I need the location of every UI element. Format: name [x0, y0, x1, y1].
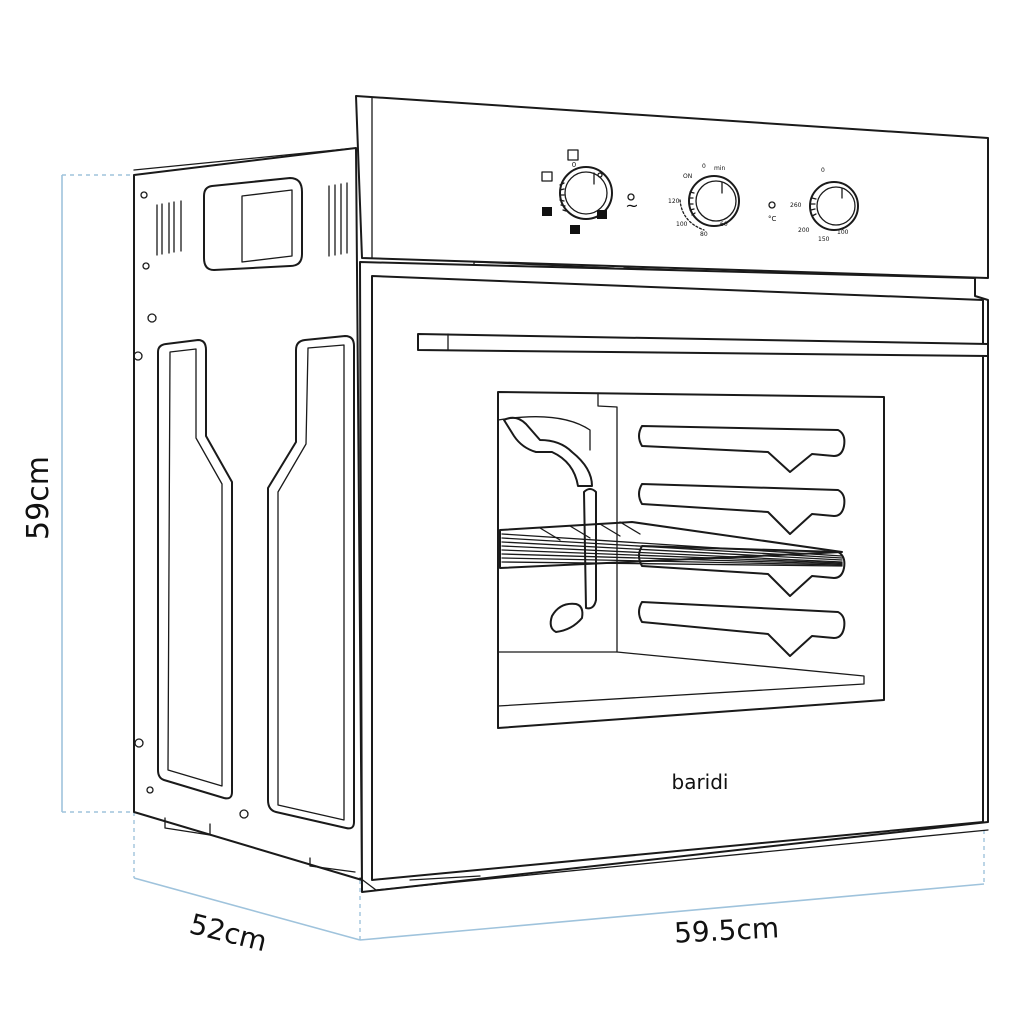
- depth-label: 52cm: [186, 907, 270, 958]
- oven-door: [359, 261, 989, 893]
- temp-label-100: 100: [837, 229, 849, 236]
- height-dimension: 59cm: [21, 174, 134, 813]
- door-handle[interactable]: [417, 333, 989, 357]
- control-panel: 0 ~ ON 0 min 120 100 80 60 °C: [355, 95, 989, 287]
- temp-label-0: 0: [821, 167, 825, 174]
- temperature-unit: °C: [768, 215, 777, 223]
- timer-label-120: 120: [668, 198, 680, 205]
- top-bottom-heat-icon: [541, 171, 553, 182]
- fan-icon: [570, 225, 580, 234]
- timer-knob[interactable]: [679, 175, 740, 231]
- brand-logo: baridi: [672, 770, 729, 794]
- temp-label-260: 260: [790, 202, 802, 209]
- function-knob[interactable]: [559, 166, 613, 220]
- light-icon: [567, 149, 579, 161]
- width-dimension: 59.5cm: [359, 830, 985, 950]
- shelf-runner-2: [638, 483, 846, 535]
- defrost-icon: [597, 172, 603, 178]
- timer-label-100: 100: [676, 221, 688, 228]
- timer-label-60: 60: [720, 221, 728, 228]
- oven-window: [497, 391, 885, 729]
- indicator-light-1: [627, 193, 635, 201]
- oven-side-panel: [133, 147, 374, 881]
- bottom-heat-icon: [542, 207, 552, 216]
- height-label: 59cm: [21, 456, 56, 540]
- width-label: 59.5cm: [673, 911, 780, 949]
- wire-rack: [499, 521, 843, 569]
- grill-icon: [597, 210, 607, 219]
- function-zero-label: 0: [572, 161, 576, 169]
- temperature-knob[interactable]: [809, 181, 859, 231]
- timer-label-80: 80: [700, 231, 708, 238]
- timer-label-min: min: [714, 165, 726, 172]
- timer-label-on: ON: [683, 173, 692, 180]
- indicator-light-2: [768, 201, 776, 209]
- shelf-runner-4: [638, 601, 846, 657]
- timer-label-0: 0: [702, 163, 706, 170]
- mode-symbol: ~: [625, 196, 638, 215]
- temp-label-200: 200: [798, 227, 810, 234]
- temp-label-150: 150: [818, 236, 830, 243]
- shelf-runner-1: [638, 425, 846, 473]
